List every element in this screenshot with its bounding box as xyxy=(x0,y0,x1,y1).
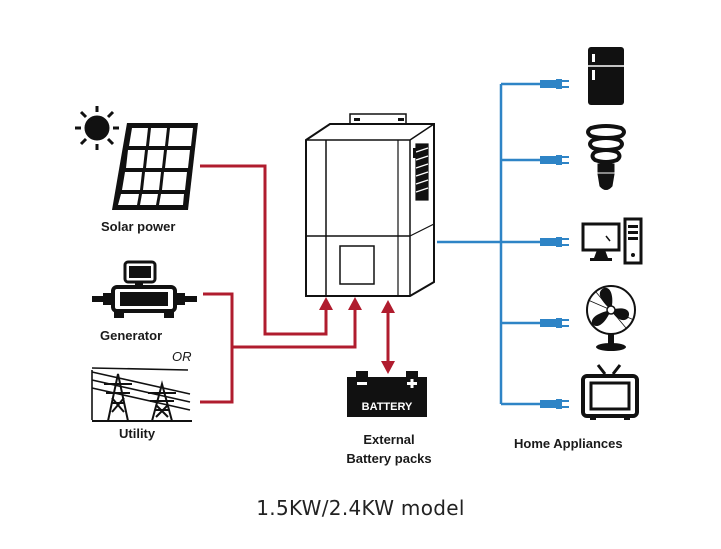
plug-icon xyxy=(540,155,569,165)
battery-label-line2: Battery packs xyxy=(346,451,432,466)
utility-arrowhead xyxy=(348,297,362,310)
solar-line xyxy=(200,164,328,336)
fan-icon xyxy=(586,285,636,351)
home-appliances-label: Home Appliances xyxy=(514,436,623,451)
generator-icon xyxy=(92,260,197,318)
utility-line xyxy=(232,308,357,349)
plug-icon xyxy=(540,237,569,247)
light-bulb-icon xyxy=(586,124,626,190)
inverter-vents xyxy=(415,143,429,201)
or-label: OR xyxy=(172,349,192,364)
generator-label: Generator xyxy=(100,328,163,343)
battery-arrowhead-up xyxy=(381,300,395,313)
solar-power-label: Solar power xyxy=(101,219,176,234)
battery-icon: BATTERY xyxy=(347,371,427,417)
sun-icon xyxy=(75,106,119,150)
model-caption: 1.5KW/2.4KW model xyxy=(256,496,465,520)
computer-icon xyxy=(581,217,643,265)
plugs xyxy=(540,79,569,409)
plug-icon xyxy=(540,399,569,409)
input-arrowheads xyxy=(319,297,395,374)
refrigerator-icon xyxy=(588,47,624,105)
plug-icon xyxy=(540,318,569,328)
plug-icon xyxy=(540,79,569,89)
utility-pylons-icon xyxy=(91,367,192,422)
battery-label-line1: External xyxy=(363,432,415,447)
solar-panel-icon xyxy=(112,123,198,210)
output-lines xyxy=(437,82,540,406)
battery-arrowhead-down xyxy=(381,361,395,374)
inverter-icon xyxy=(305,113,435,297)
pylon xyxy=(104,373,132,422)
solar-arrowhead xyxy=(319,297,333,310)
tv-icon xyxy=(581,364,639,420)
pylon xyxy=(148,380,176,422)
battery-text: BATTERY xyxy=(362,401,413,413)
generator-line xyxy=(200,292,234,404)
utility-label: Utility xyxy=(119,426,156,441)
input-lines xyxy=(200,164,390,404)
